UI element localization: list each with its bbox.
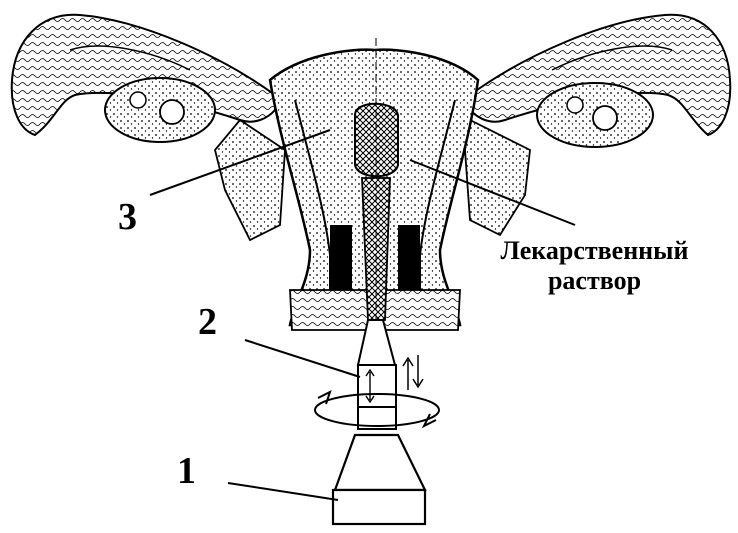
- right-ligament: [465, 120, 530, 235]
- label-2: 2: [198, 303, 217, 341]
- left-ovary: [105, 78, 215, 142]
- solution-label: Лекарственный раствор: [472, 236, 717, 296]
- syringe-body: [333, 435, 425, 524]
- axial-movement-arrows: [403, 355, 423, 390]
- label-1: 1: [177, 452, 196, 490]
- solution-label-line1: Лекарственный: [472, 236, 717, 266]
- left-ligament: [215, 120, 285, 240]
- label-3: 3: [118, 198, 137, 236]
- solution-label-line2: раствор: [472, 266, 717, 296]
- catheter-connector: [358, 365, 396, 429]
- leader-2: [245, 340, 360, 377]
- leader-1: [228, 483, 338, 500]
- right-ovary: [537, 83, 653, 147]
